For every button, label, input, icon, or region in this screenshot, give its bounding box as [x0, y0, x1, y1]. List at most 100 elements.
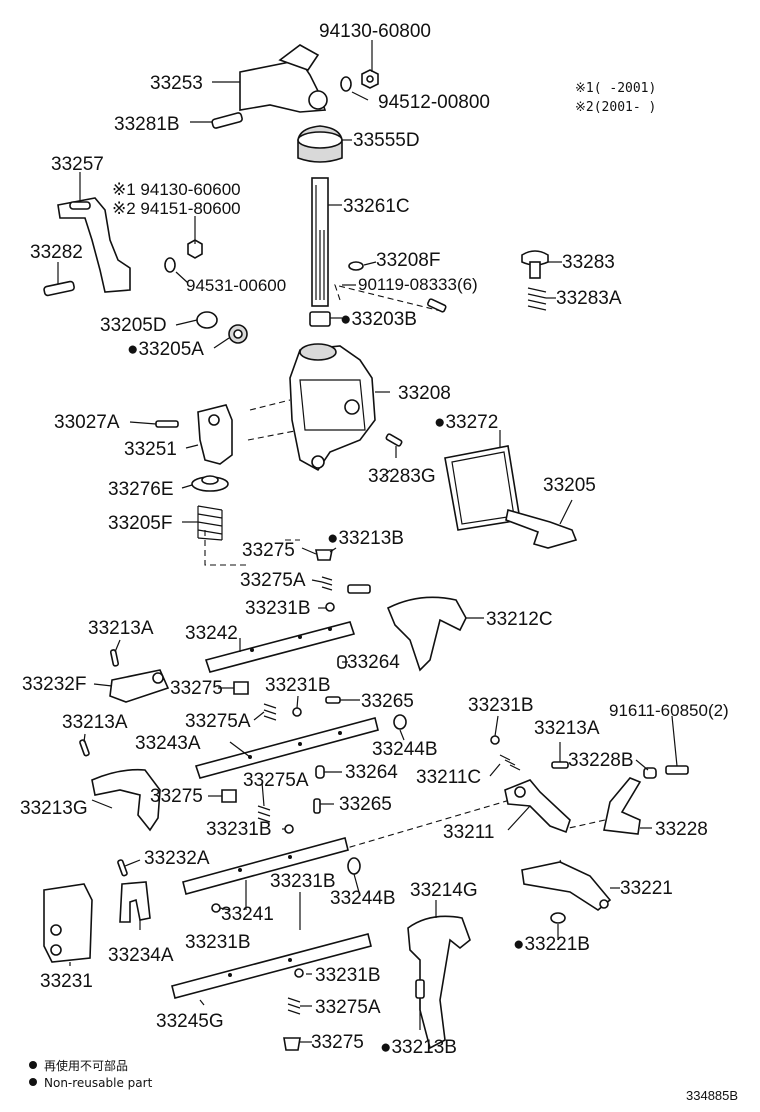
- label-33242: 33242: [185, 623, 238, 644]
- label-33283A: 33283A: [556, 288, 622, 309]
- label-33231: 33231: [40, 971, 93, 992]
- label-33213A-3: 33213A: [534, 718, 600, 739]
- label-33275A-2: 33275A: [185, 711, 251, 732]
- part-33228-lever: [603, 777, 642, 835]
- label-33275-2: 33275: [170, 678, 223, 699]
- part-33275A-spring-2: [263, 703, 277, 721]
- part-33213B-bolt-2: [415, 979, 425, 999]
- part-91611-60850-bolt: [665, 765, 689, 775]
- label-33213G: 33213G: [20, 798, 88, 819]
- part-33213A-pin-3: [551, 761, 569, 769]
- part-33241-rod: [182, 837, 349, 895]
- label-33228B: 33228B: [568, 750, 634, 771]
- part-33283A-spring: [527, 287, 547, 311]
- label-94130-60600: ※1 94130-60600: [112, 180, 241, 199]
- part-33232F-head: [109, 669, 170, 703]
- part-33027A-pin: [155, 420, 179, 428]
- part-33234A-collar: [119, 881, 151, 923]
- label-33275A-1: 33275A: [240, 570, 306, 591]
- part-33244B-ring-1: [393, 714, 407, 730]
- label-33213B-2: ●33213B: [380, 1037, 457, 1058]
- label-33208: 33208: [398, 383, 451, 404]
- part-33231B-ball-4: [284, 824, 294, 834]
- part-33231B-ball-6: [294, 968, 304, 978]
- label-33275A-3: 33275A: [243, 770, 309, 791]
- part-33203B-bushing: [309, 311, 331, 327]
- part-33221B-collar: [550, 912, 566, 924]
- label-33264-1: 33264: [347, 652, 400, 673]
- label-33265-1: 33265: [361, 691, 414, 712]
- part-33205A-seal: [228, 324, 248, 344]
- legend-bullet-en: [29, 1078, 37, 1086]
- label-33205A: ●33205A: [127, 339, 204, 360]
- label-33275-4: 33275: [311, 1032, 364, 1053]
- label-33231B-2: 33231B: [265, 675, 331, 696]
- label-33205D: 33205D: [100, 315, 167, 336]
- label-33245G: 33245G: [156, 1011, 224, 1032]
- legend-jp: 再使用不可部品: [44, 1058, 128, 1073]
- label-33244B-2: 33244B: [330, 888, 396, 909]
- label-33231B-5: 33231B: [270, 871, 336, 892]
- label-33231B-1: 33231B: [245, 598, 311, 619]
- label-94531-00600: 94531-00600: [186, 276, 286, 295]
- part-33275A-spring-4: [287, 997, 301, 1015]
- label-33251: 33251: [124, 439, 177, 460]
- label-94151-80600: ※2 94151-80600: [112, 199, 241, 218]
- label-33231B-6: 33231B: [185, 932, 251, 953]
- part-94130-60800-nut: [361, 69, 379, 89]
- part-33264-interlock-2: [315, 765, 325, 779]
- part-33212C-fork: [386, 596, 467, 672]
- label-33232F: 33232F: [22, 674, 86, 695]
- label-33234A: 33234A: [108, 945, 174, 966]
- part-33244B-ring-2: [347, 857, 361, 875]
- part-33213A-pin-2: [79, 739, 90, 757]
- note-1: ※1( -2001): [575, 81, 656, 96]
- part-33231B-ball-3: [490, 735, 500, 745]
- part-33231B-ball-2: [292, 707, 302, 717]
- label-33555D: 33555D: [353, 130, 420, 151]
- label-94512-00800: 94512-00800: [378, 92, 490, 113]
- part-33228B-collar: [643, 767, 657, 779]
- label-33272: ●33272: [434, 412, 498, 433]
- label-33281B: 33281B: [114, 114, 180, 135]
- label-33205F: 33205F: [108, 513, 172, 534]
- part-94531-00600-washer: [164, 257, 176, 273]
- label-91611-60850: 91611-60850(2): [609, 701, 729, 720]
- part-33213G-fork: [91, 768, 161, 832]
- part-33205-lever: [505, 508, 578, 549]
- label-33244B-1: 33244B: [372, 739, 438, 760]
- label-90119-08333: 90119-08333(6): [358, 275, 478, 294]
- label-33221B: ●33221B: [513, 934, 590, 955]
- label-33027A: 33027A: [54, 412, 120, 433]
- leader-lines: [57, 40, 678, 1043]
- part-33232A-pin: [117, 859, 128, 877]
- label-33228: 33228: [655, 819, 708, 840]
- label-33213A-1: 33213A: [88, 618, 154, 639]
- label-33265-2: 33265: [339, 794, 392, 815]
- label-33231B-7: 33231B: [315, 965, 381, 986]
- part-33281B-pin: [211, 112, 243, 129]
- part-33214G-fork: [407, 915, 471, 1050]
- part-33276E-seat: [191, 475, 229, 492]
- part-33282-pin: [43, 280, 75, 297]
- part-94512-00800-washer: [340, 76, 352, 92]
- part-33208-housing: [289, 343, 376, 472]
- part-33275A-spring-3: [257, 805, 271, 823]
- label-33203B: ●33203B: [340, 309, 417, 330]
- part-33275-plug-2: [233, 681, 249, 695]
- label-33241: 33241: [221, 904, 274, 925]
- label-33213B-1: ●33213B: [327, 528, 404, 549]
- label-33208F: 33208F: [376, 250, 440, 271]
- part-33275-plug-3: [221, 789, 237, 803]
- part-33213B-bolt-1: [347, 584, 371, 594]
- label-33283G: 33283G: [368, 466, 436, 487]
- label-33283: 33283: [562, 252, 615, 273]
- label-33212C: 33212C: [486, 609, 553, 630]
- label-33211: 33211: [443, 822, 494, 843]
- legend-en: Non-reusable part: [44, 1076, 153, 1090]
- part-33231B-ball-5: [211, 903, 221, 913]
- label-33214G: 33214G: [410, 880, 478, 901]
- part-33283-plug: [521, 250, 549, 279]
- part-33283G-pin: [385, 433, 403, 447]
